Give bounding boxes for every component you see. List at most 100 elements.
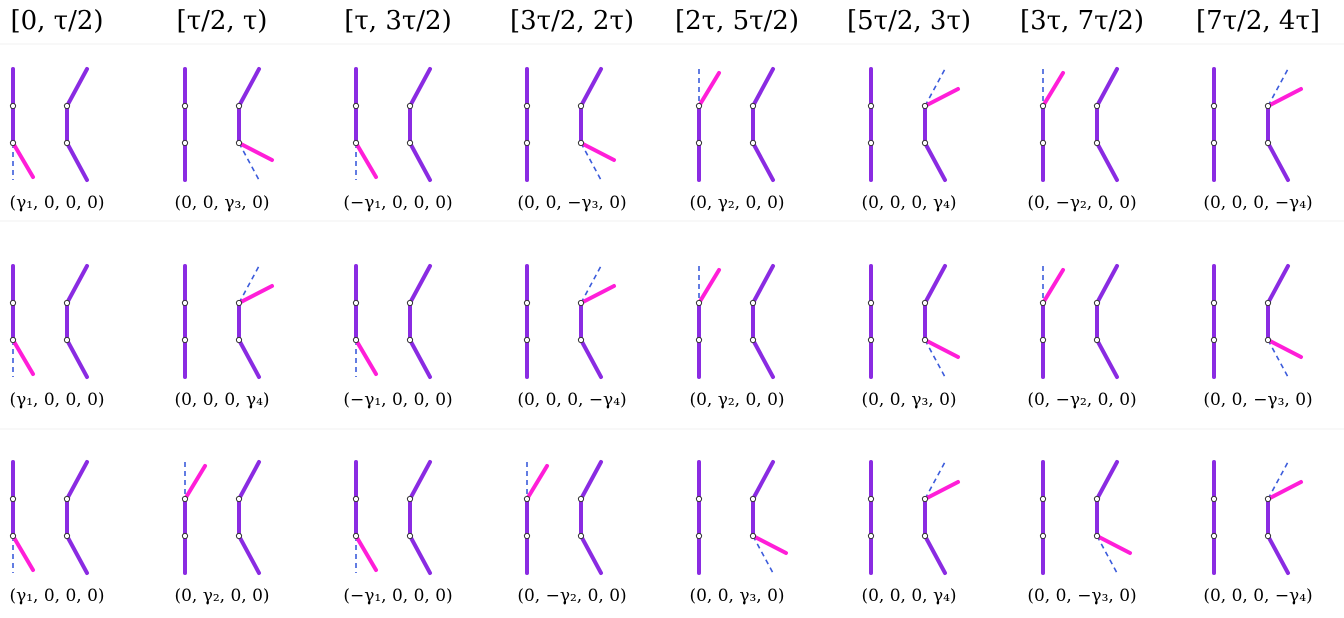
joint-marker (523, 102, 531, 110)
joint-marker (352, 102, 360, 110)
cell-label: (0, 0, γ₃, 0) (861, 390, 956, 410)
chain-segment (65, 338, 89, 379)
configuration-cell: (−γ₁, 0, 0, 0) (343, 460, 453, 606)
configuration-cell: (0, γ₂, 0, 0) (174, 460, 270, 606)
rest-position-segment (1267, 68, 1289, 107)
column-title: [0, τ/2) (10, 6, 103, 36)
cell-label: (0, 0, 0, −γ₄) (517, 390, 626, 410)
joint-marker (235, 139, 243, 147)
joint-marker (921, 139, 929, 147)
joint-marker (9, 336, 17, 344)
chain-segment (1266, 534, 1290, 575)
chain-segment (579, 67, 603, 108)
chain-segment (1266, 141, 1290, 182)
chain-segment (1095, 67, 1119, 108)
joint-marker (235, 495, 243, 503)
cell-label: (0, 0, 0, γ₄) (861, 586, 956, 606)
joint-marker (695, 495, 703, 503)
configuration-cell: (γ₁, 0, 0, 0) (9, 67, 105, 213)
rotated-segment (237, 141, 274, 162)
rotated-segment (11, 338, 35, 376)
joint-marker (63, 102, 71, 110)
chain-segment (1095, 460, 1119, 501)
rotated-segment (183, 464, 207, 501)
joint-marker (1264, 495, 1272, 503)
joint-marker (63, 336, 71, 344)
cell-label: (0, 0, 0, γ₄) (861, 193, 956, 213)
joint-marker (1264, 102, 1272, 110)
cell-label: (γ₁, 0, 0, 0) (9, 586, 104, 606)
joint-marker (1264, 532, 1272, 540)
joint-marker (1039, 495, 1047, 503)
chain-segment (751, 338, 775, 379)
joint-marker (523, 495, 531, 503)
joint-marker (181, 102, 189, 110)
joint-marker (406, 299, 414, 307)
joint-marker (695, 139, 703, 147)
joint-marker (406, 102, 414, 110)
rotated-segment (579, 141, 616, 162)
rest-position-segment (1267, 461, 1289, 500)
chain-segment (408, 67, 432, 108)
column-title: [τ/2, τ) (177, 6, 268, 36)
rotated-segment (1095, 534, 1132, 555)
joint-marker (523, 299, 531, 307)
joint-marker (406, 139, 414, 147)
cell-label: (0, 0, −γ₃, 0) (1027, 586, 1136, 606)
chain-segment (237, 67, 261, 108)
rotated-segment (697, 71, 721, 108)
joint-marker (1210, 299, 1218, 307)
joint-marker (1039, 532, 1047, 540)
joint-marker (9, 495, 17, 503)
joint-marker (867, 336, 875, 344)
joint-marker (406, 336, 414, 344)
rotated-segment (697, 268, 721, 305)
rest-position-segment (238, 142, 260, 181)
rotated-segment (923, 87, 960, 108)
chain-segment (65, 141, 89, 182)
cell-label: (0, γ₂, 0, 0) (689, 193, 784, 213)
rotated-segment (354, 141, 378, 179)
configuration-cell: (0, 0, 0, −γ₄) (1203, 460, 1313, 606)
joint-marker (63, 532, 71, 540)
joint-marker (921, 336, 929, 344)
joint-marker (1039, 299, 1047, 307)
joint-marker (352, 495, 360, 503)
chain-segment (408, 264, 432, 305)
rotated-segment (11, 141, 35, 179)
chain-segment (408, 338, 432, 379)
chain-segment (408, 534, 432, 575)
column-title: [7τ/2, 4τ] (1196, 6, 1320, 36)
joint-marker (181, 532, 189, 540)
joint-marker (352, 336, 360, 344)
joint-marker (1210, 495, 1218, 503)
cell-label: (−γ₁, 0, 0, 0) (343, 193, 452, 213)
rotated-segment (11, 534, 35, 572)
chain-segment (751, 141, 775, 182)
configuration-cell: (0, 0, γ₃, 0) (689, 460, 788, 606)
column-title: [3τ/2, 2τ) (510, 6, 634, 36)
joint-marker (406, 495, 414, 503)
cell-label: (γ₁, 0, 0, 0) (9, 390, 104, 410)
joint-marker (921, 102, 929, 110)
joint-marker (9, 139, 17, 147)
configuration-cell: (0, −γ₂, 0, 0) (1027, 264, 1137, 410)
cell-label: (0, 0, 0, γ₄) (174, 390, 269, 410)
cell-label: (−γ₁, 0, 0, 0) (343, 586, 452, 606)
rest-position-segment (1267, 339, 1289, 378)
rotated-segment (237, 284, 274, 305)
chain-segment (237, 460, 261, 501)
joint-marker (9, 532, 17, 540)
joint-marker (352, 299, 360, 307)
joint-marker (1264, 139, 1272, 147)
joint-marker (235, 336, 243, 344)
joint-marker (1039, 139, 1047, 147)
joint-marker (406, 532, 414, 540)
joint-marker (1093, 102, 1101, 110)
cell-label: (0, 0, 0, −γ₄) (1203, 193, 1312, 213)
rotated-segment (1266, 87, 1303, 108)
rotated-segment (579, 284, 616, 305)
joint-marker (1210, 139, 1218, 147)
joint-marker (181, 299, 189, 307)
chain-segment (923, 141, 947, 182)
